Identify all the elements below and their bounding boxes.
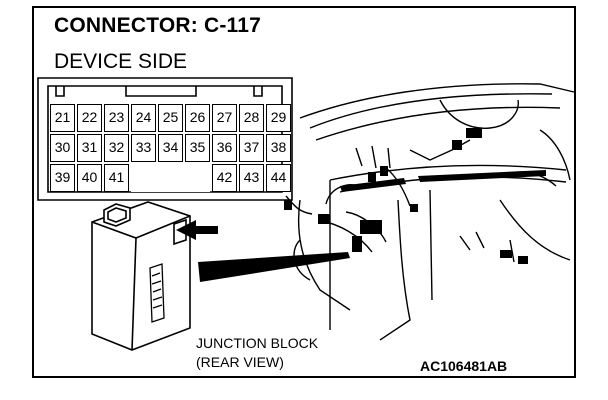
connector-slot	[149, 263, 165, 323]
pin-cell: 26	[185, 104, 210, 132]
pin-cell: 28	[239, 104, 264, 132]
figure-code: AC106481AB	[420, 358, 508, 374]
pin-cell: 22	[77, 104, 102, 132]
dashboard-sketch	[285, 83, 575, 341]
dashboard-details	[284, 128, 546, 264]
connector-title: CONNECTOR: C-117	[54, 14, 262, 37]
pin-cell: 44	[266, 164, 291, 192]
pin-cell: 36	[212, 134, 237, 162]
pin-cell: 27	[212, 104, 237, 132]
pin-cell: 35	[185, 134, 210, 162]
pin-cell: 37	[239, 134, 264, 162]
pin-cell: 39	[50, 164, 75, 192]
device-side-label: DEVICE SIDE	[54, 50, 188, 73]
pin-cell: 42	[212, 164, 237, 192]
leader-line	[198, 252, 350, 282]
pin-cell: 41	[104, 164, 129, 192]
pin-cell: 29	[266, 104, 291, 132]
pin-cell: 33	[131, 134, 156, 162]
pin-cell: 43	[239, 164, 264, 192]
pin-cell: 21	[50, 104, 75, 132]
pin-cell: 40	[77, 164, 102, 192]
pin-cell: 34	[158, 134, 183, 162]
pin-cell: 32	[104, 134, 129, 162]
pin-cell: 31	[77, 134, 102, 162]
arrow-icon	[176, 220, 218, 240]
junction-block-caption: JUNCTION BLOCK (REAR VIEW)	[196, 334, 318, 372]
junction-block	[91, 201, 191, 351]
caption-line-2: (REAR VIEW)	[196, 354, 284, 370]
pin-cell: 25	[158, 104, 183, 132]
pin-cell: 30	[50, 134, 75, 162]
pin-cell: 23	[104, 104, 129, 132]
pin-cell: 38	[266, 134, 291, 162]
empty-pin-area	[131, 164, 210, 192]
pin-cell: 24	[131, 104, 156, 132]
caption-line-1: JUNCTION BLOCK	[196, 335, 319, 351]
